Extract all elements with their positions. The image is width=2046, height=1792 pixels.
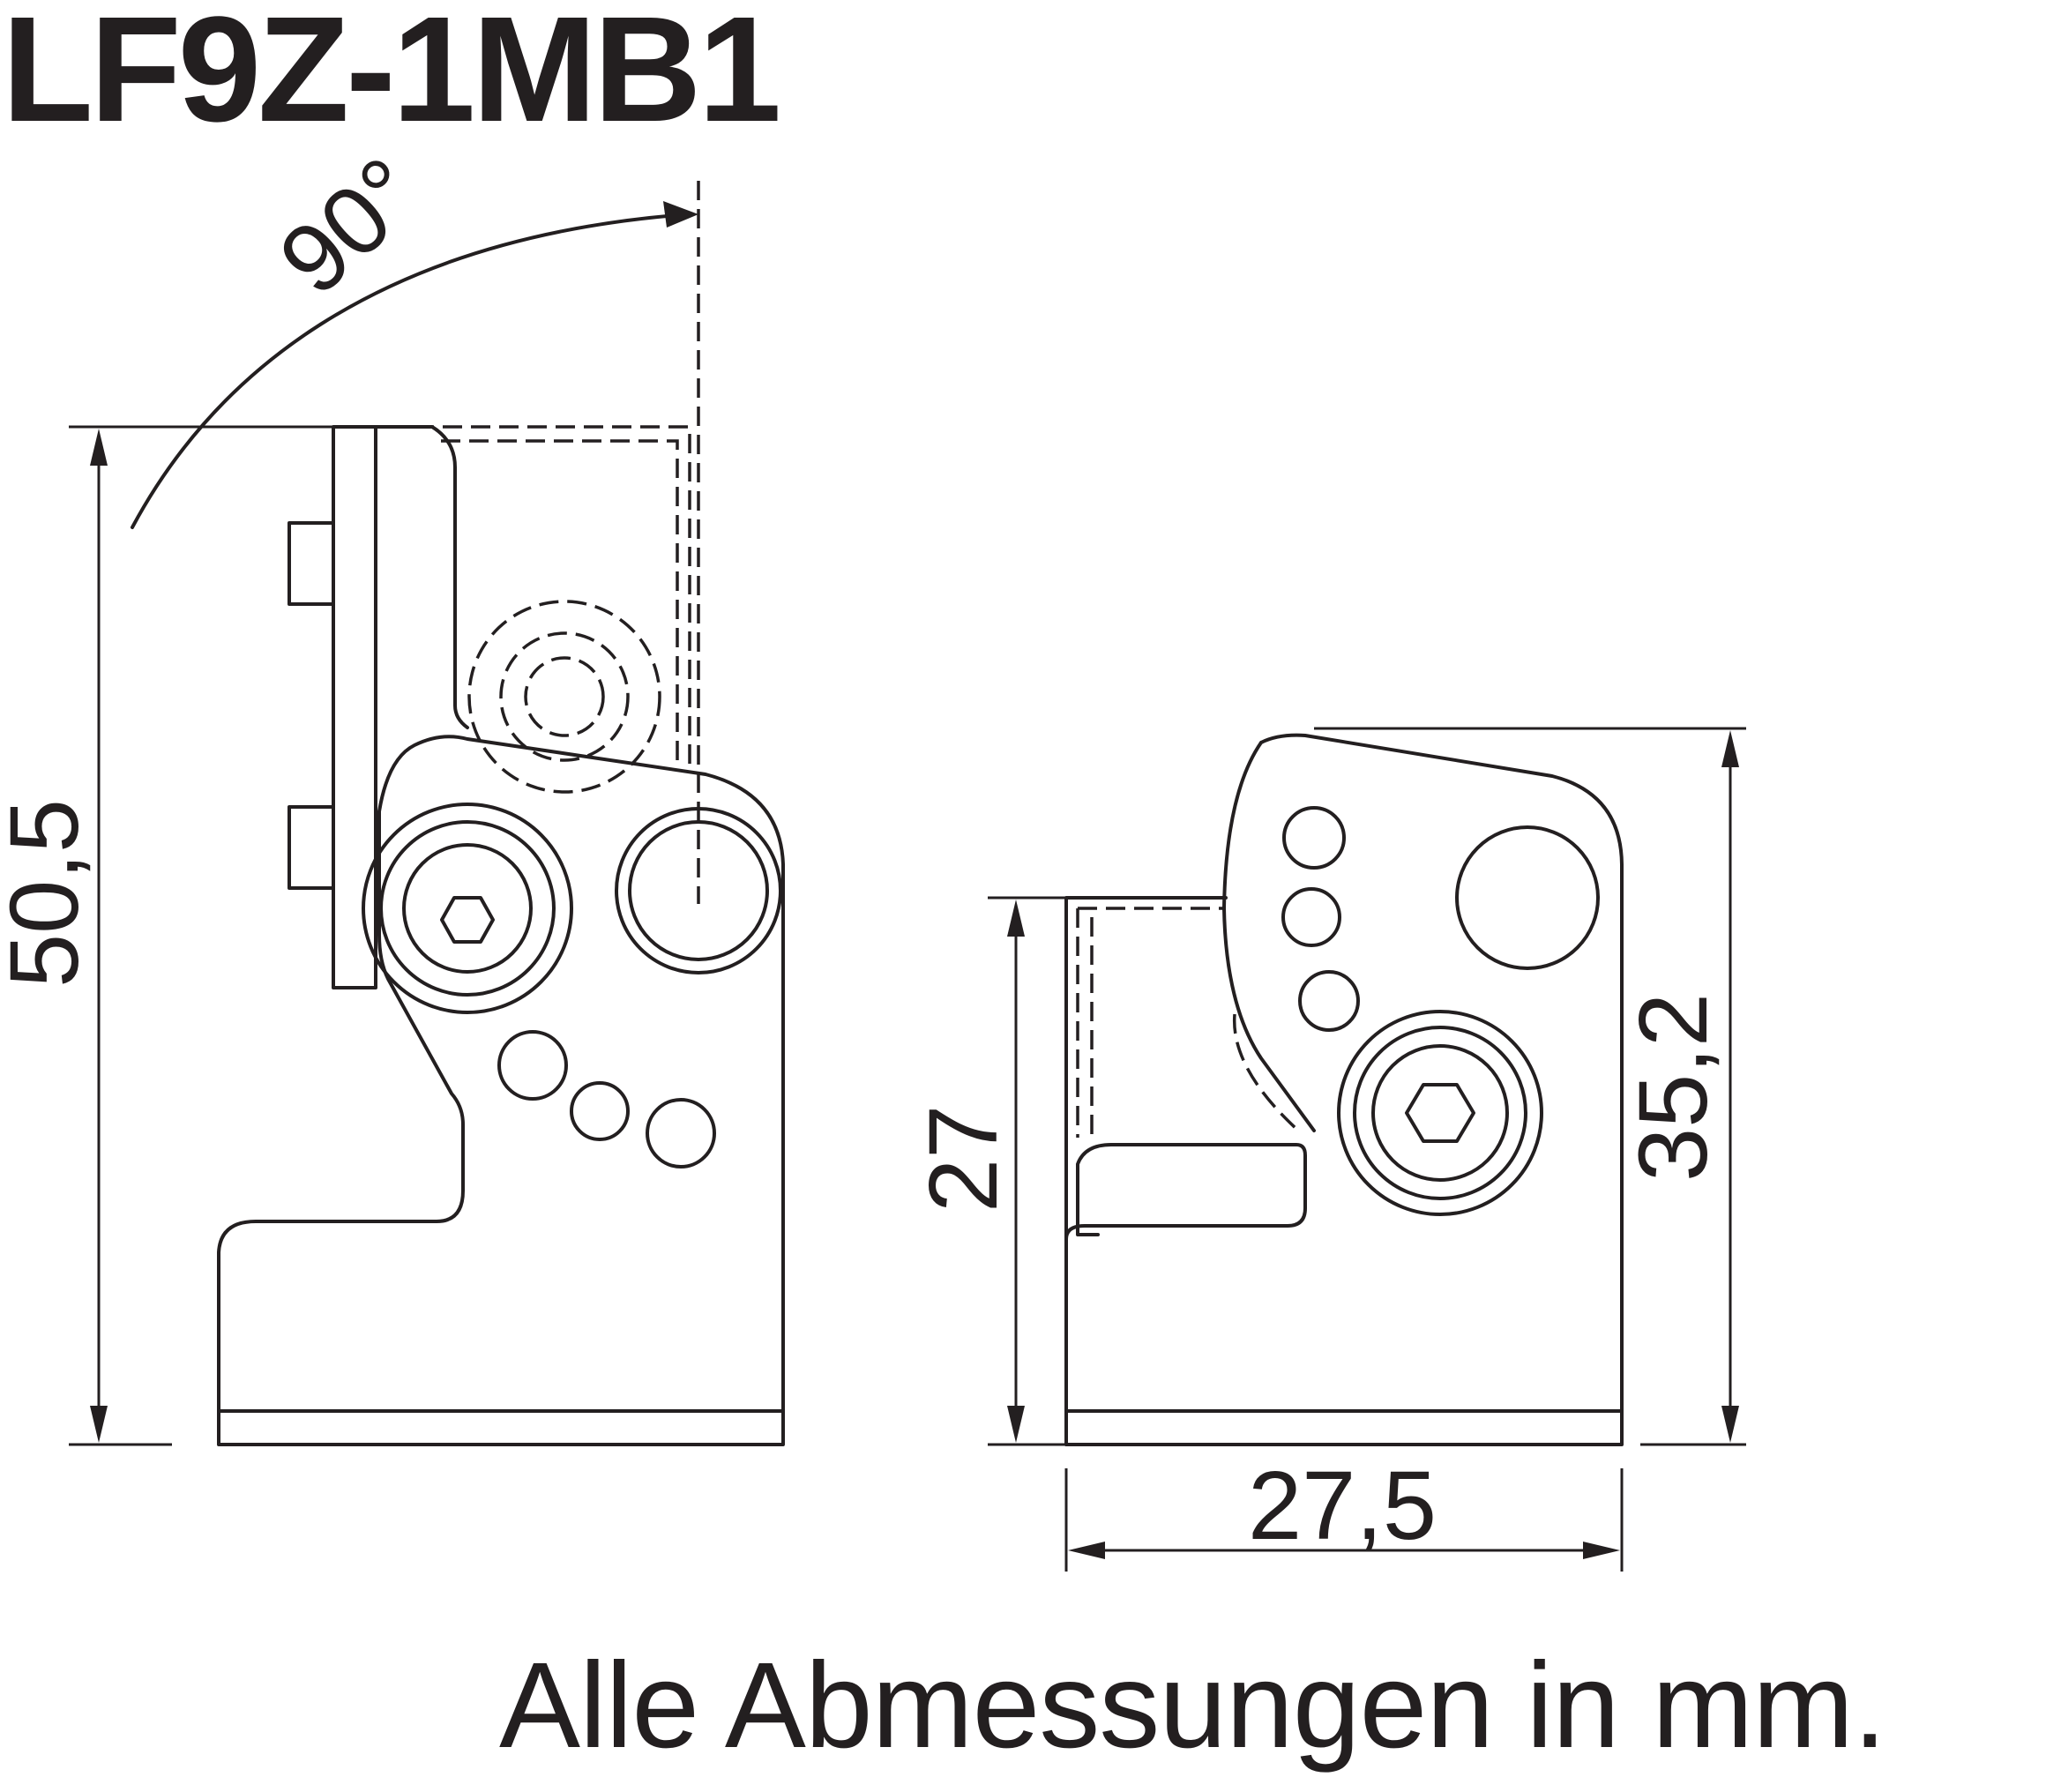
screw-inner-left [402,843,533,974]
bracket-side-wall [374,425,469,729]
dim-arrow-right-top [1721,730,1739,767]
dim-arrow-bottom [90,1406,108,1443]
hidden-nut-core [524,656,605,737]
dim-base-height: 27 [909,1105,1018,1213]
dim-arrow-base-top [1007,900,1025,937]
right-hole-top [1282,806,1346,870]
screw-washer-right [1337,1010,1543,1216]
right-hidden-arc [1232,1013,1298,1131]
dim-width: 27,5 [1248,1452,1437,1560]
plate-tab-upper [287,521,335,606]
left-view: 90° 50,5 [0,137,785,1446]
dim-arrow-base-bottom [1007,1406,1025,1443]
hole-3 [646,1098,716,1169]
right-view: 35,2 27 27,5 [909,727,1746,1572]
dim-arrow-width-right [1583,1542,1620,1559]
right-hole-small [1298,970,1360,1032]
dim-arrow-top [90,429,108,466]
hex-socket-icon [1405,1083,1475,1143]
dim-right-height: 35,2 [1619,993,1728,1182]
hidden-bracket-outline [414,425,691,767]
hole-2 [570,1081,630,1141]
right-bracket-outline [1064,896,1228,1446]
screw-washer-left [362,803,573,1014]
pivot-boss-inner [628,820,769,961]
hole-1 [497,1030,568,1101]
dim-arrow-right-bottom [1721,1406,1739,1443]
drawing-title: LF9Z-1MB1 [2,0,781,153]
hidden-nut-outer [467,600,661,794]
rotation-arrowhead [663,201,698,228]
left-main-body [217,735,785,1446]
right-plate-left-edge [1222,741,1316,1132]
screw-head-right [1353,1026,1527,1200]
back-plate [332,425,377,989]
rotation-arc [131,213,690,529]
hex-socket-icon [440,896,495,944]
footer-note: Alle Abmessungen in mm. [499,1638,1886,1773]
dim-total-height: 50,5 [0,799,99,988]
angle-label: 90° [259,137,441,316]
dim-arrow-width-left [1068,1542,1105,1559]
right-plate-outline [1064,733,1624,1446]
right-hole-large [1455,825,1600,970]
screw-inner-right [1371,1044,1509,1182]
right-base-step [1064,1143,1307,1241]
right-bracket-hidden [1076,907,1226,1138]
hidden-nut-inner [499,631,630,762]
screw-head-left [379,820,556,997]
right-hole-threaded [1281,887,1341,947]
plate-tab-lower [287,805,335,890]
pivot-boss-outer [615,807,782,974]
